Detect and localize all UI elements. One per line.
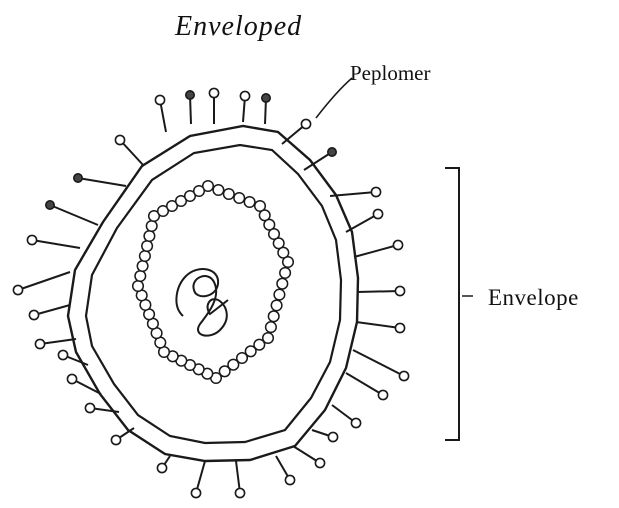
capsomere [140, 251, 151, 262]
peplomer-head [115, 135, 124, 144]
peplomer-head [262, 94, 270, 102]
capsomere [213, 185, 224, 196]
peplomer-stalk [32, 240, 80, 248]
peplomer-stalk [50, 205, 98, 225]
peplomer-head [85, 403, 94, 412]
capsomere [234, 193, 245, 204]
capsomere [244, 197, 255, 208]
capsomere [144, 231, 155, 242]
peplomer-head [328, 148, 336, 156]
peplomer-head [27, 235, 36, 244]
peplomer-label: Peplomer [350, 61, 430, 85]
capsomere [283, 257, 294, 268]
peplomer-head [191, 488, 200, 497]
peplomer-stalk [34, 305, 70, 315]
capsomere [137, 261, 148, 272]
peplomer-stalk [357, 291, 400, 292]
capsomere [194, 186, 205, 197]
peplomer-head [13, 285, 22, 294]
peplomer-stalk [354, 245, 398, 257]
capsomere [133, 281, 144, 292]
peplomer-head [285, 475, 294, 484]
peplomer-head [67, 374, 76, 383]
capsomere [271, 300, 282, 311]
capsomere [135, 271, 146, 282]
peplomer-stalk [346, 373, 383, 395]
capsomere [274, 289, 285, 300]
capsomere [266, 322, 277, 333]
peplomer-leader-line [316, 78, 352, 118]
peplomer-head [315, 458, 324, 467]
peplomer-head [395, 286, 404, 295]
capsomere [280, 268, 291, 279]
peplomer-head [395, 323, 404, 332]
peplomer-head [111, 435, 120, 444]
capsomere [224, 189, 235, 200]
peplomer-head [74, 174, 82, 182]
envelope-bracket [445, 168, 459, 440]
peplomer-head [301, 119, 310, 128]
peplomer-head [186, 91, 194, 99]
capsomere [146, 221, 157, 232]
peplomer-head [371, 187, 380, 196]
peplomer-head [399, 371, 408, 380]
peplomer-head [29, 310, 38, 319]
peplomer-head [157, 463, 166, 472]
peplomer-head [46, 201, 54, 209]
capsomere [268, 311, 279, 322]
peplomer-stalk [18, 272, 70, 290]
peplomer-head [351, 418, 360, 427]
capsomere [277, 278, 288, 289]
peplomer-head [58, 350, 67, 359]
peplomer-head [373, 209, 382, 218]
peplomer-stalk [78, 178, 126, 186]
peplomer-head [240, 91, 249, 100]
peplomer-head [393, 240, 402, 249]
peplomer-head [35, 339, 44, 348]
capsomere [142, 241, 153, 252]
peplomer-stalk [40, 339, 76, 344]
peplomer-head [155, 95, 164, 104]
peplomer-head [235, 488, 244, 497]
peplomer-head [209, 88, 218, 97]
diagram-title: Enveloped [174, 11, 302, 42]
nucleic-acid-coil [176, 269, 228, 336]
peplomer-head [328, 432, 337, 441]
peplomer-stalk [353, 350, 404, 376]
envelope-label: Envelope [488, 285, 579, 310]
peplomer-head [378, 390, 387, 399]
peplomer-stalk [356, 322, 400, 328]
